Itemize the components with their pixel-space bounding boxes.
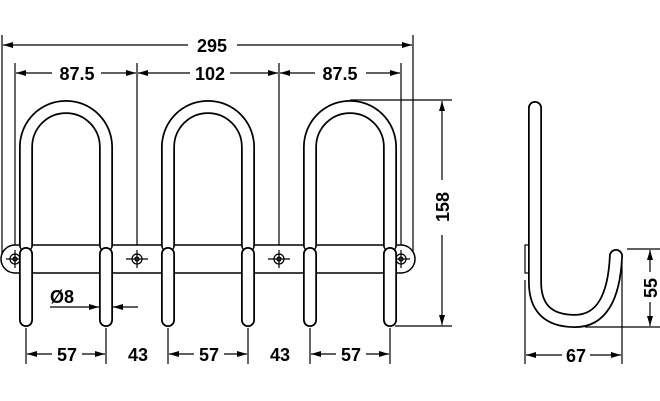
hook-3 <box>303 100 397 327</box>
dimension-label: 57 <box>57 345 77 365</box>
dimension-label: 87.5 <box>322 64 357 84</box>
dimension-label: 67 <box>566 346 586 366</box>
dimension-label: 43 <box>270 345 290 365</box>
dimension-label: 57 <box>199 345 219 365</box>
dimension-label: 57 <box>341 345 361 365</box>
dimension-hole-spacing: 87.5 102 87.5 <box>16 64 400 84</box>
dimension-side-hook-height: 55 <box>641 250 660 326</box>
side-view: 67 55 <box>524 101 660 366</box>
screw-hole-icon <box>126 250 148 268</box>
dimension-label: 43 <box>128 345 148 365</box>
dimension-label: 158 <box>433 192 453 222</box>
dimension-label: 102 <box>195 64 225 84</box>
dimension-label: 55 <box>641 278 660 298</box>
dimension-label: 87.5 <box>59 64 94 84</box>
hook-2 <box>161 100 255 327</box>
dimension-leg-spacing: 57 43 57 43 57 <box>27 345 389 365</box>
screw-hole-icon <box>268 250 290 268</box>
dimension-tube-diameter: Ø8 <box>50 287 138 310</box>
dimension-height: 158 <box>433 101 453 325</box>
dimension-label: 295 <box>197 36 227 56</box>
mounting-plate <box>0 244 416 274</box>
front-view: 295 87.5 102 87.5 158 Ø8 <box>0 35 453 365</box>
dimension-label: Ø8 <box>50 287 74 307</box>
hook-1 <box>19 100 113 327</box>
dimension-overall-width: 295 <box>3 36 412 56</box>
dimension-side-depth: 67 <box>526 346 621 366</box>
extension-lines <box>1 35 452 364</box>
